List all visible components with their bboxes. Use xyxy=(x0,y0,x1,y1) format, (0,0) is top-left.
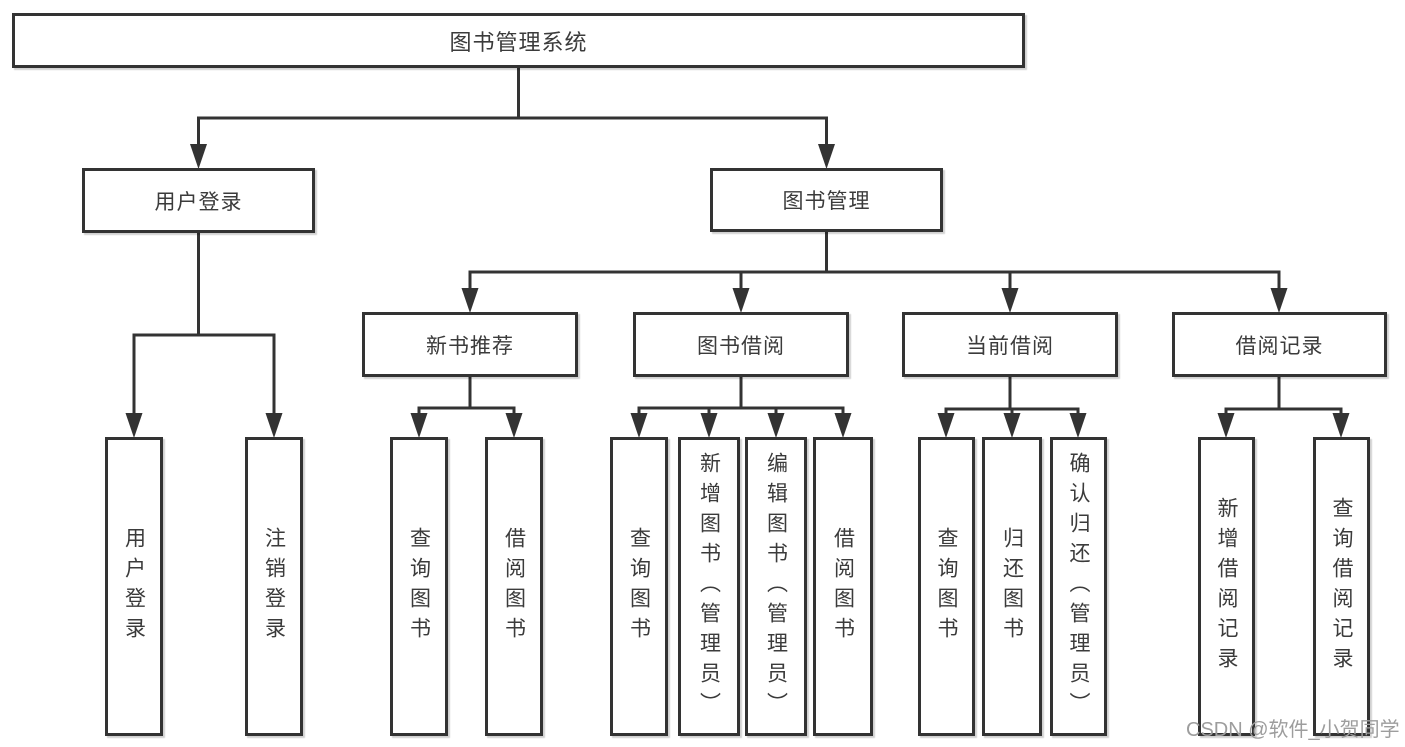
leaf-query-borrow-record: 查询借阅记录 xyxy=(1313,437,1370,736)
leaf-query-book-recommend-label: 查询图书 xyxy=(407,526,431,647)
leaf-query-book-current: 查询图书 xyxy=(918,437,975,736)
csdn-watermark: CSDN @软件_小贺同学 xyxy=(1186,719,1400,741)
leaf-logout-login-label: 注销登录 xyxy=(262,526,286,647)
node-book-management: 图书管理 xyxy=(710,168,943,232)
leaf-confirm-return-admin: 确认归还（管理员） xyxy=(1050,437,1107,736)
node-book-borrow: 图书借阅 xyxy=(633,312,849,377)
leaf-user-login: 用户登录 xyxy=(105,437,163,736)
node-new-book-recommend-label: 新书推荐 xyxy=(426,334,514,358)
leaf-borrow-book-recommend-label: 借阅图书 xyxy=(502,526,526,647)
leaf-query-book-borrow-label: 查询图书 xyxy=(627,526,651,647)
leaf-query-book-borrow: 查询图书 xyxy=(610,437,668,736)
node-new-book-recommend: 新书推荐 xyxy=(362,312,578,377)
leaf-query-book-current-label: 查询图书 xyxy=(935,526,958,647)
leaf-add-book-admin-label: 新增图书（管理员） xyxy=(697,451,721,722)
leaf-logout-login: 注销登录 xyxy=(245,437,303,736)
node-user-login: 用户登录 xyxy=(82,168,315,233)
node-user-login-label: 用户登录 xyxy=(154,190,243,214)
leaf-confirm-return-admin-label: 确认归还（管理员） xyxy=(1067,451,1090,722)
leaf-query-book-recommend: 查询图书 xyxy=(390,437,448,736)
leaf-add-borrow-record-label: 新增借阅记录 xyxy=(1215,496,1238,677)
node-current-borrow: 当前借阅 xyxy=(902,312,1118,377)
leaf-user-login-label: 用户登录 xyxy=(122,526,146,647)
leaf-add-book-admin: 新增图书（管理员） xyxy=(678,437,740,736)
leaf-edit-book-admin: 编辑图书（管理员） xyxy=(745,437,807,736)
node-current-borrow-label: 当前借阅 xyxy=(966,334,1054,358)
leaf-borrow-book-borrow-label: 借阅图书 xyxy=(831,526,855,647)
leaf-query-borrow-record-label: 查询借阅记录 xyxy=(1330,496,1353,677)
arrowheads xyxy=(125,144,1350,438)
node-root-label: 图书管理系统 xyxy=(449,29,588,55)
leaf-return-book: 归还图书 xyxy=(982,437,1042,736)
node-book-borrow-label: 图书借阅 xyxy=(697,334,785,358)
leaf-borrow-book-recommend: 借阅图书 xyxy=(485,437,543,736)
leaf-add-borrow-record: 新增借阅记录 xyxy=(1198,437,1255,736)
node-book-management-label: 图书管理 xyxy=(782,190,871,213)
leaf-borrow-book-borrow: 借阅图书 xyxy=(813,437,873,736)
node-root: 图书管理系统 xyxy=(12,13,1025,68)
node-borrow-records-label: 借阅记录 xyxy=(1235,334,1324,358)
leaf-edit-book-admin-label: 编辑图书（管理员） xyxy=(764,451,788,722)
node-borrow-records: 借阅记录 xyxy=(1172,312,1387,377)
leaf-return-book-label: 归还图书 xyxy=(1000,526,1024,647)
